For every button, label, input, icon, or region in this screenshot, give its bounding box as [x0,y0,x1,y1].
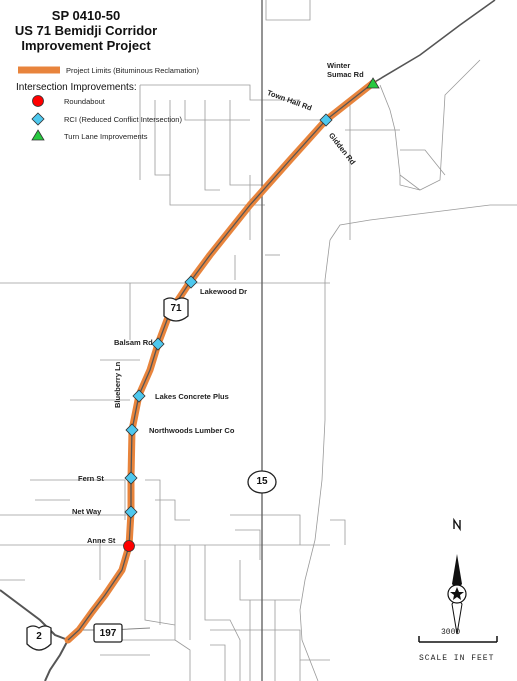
roundabout-circle-icon [123,540,135,552]
northwoods-lumber-label: Northwoods Lumber Co [149,426,235,435]
legend-turn-lane-label: Turn Lane Improvements [64,132,148,141]
rci-diamond-icon [124,505,138,519]
anne-street-label: Anne St [87,536,116,545]
rci-diamond-icon [132,389,146,403]
balsam-road-label: Balsam Rd [114,338,153,347]
legend-rci-label: RCI (Reduced Conflict Intersection) [64,115,182,124]
net-way-label: Net Way [72,507,102,516]
highway-2-south-line [44,639,69,681]
legend-intersection-header: Intersection Improvements: [16,82,137,93]
blueberry-lane-label: Blueberry Ln [113,361,122,408]
rci-legend-icon [31,112,45,126]
cr197-shield-icon [93,623,123,643]
map-title-line-2: US 71 Bemidji Corridor [14,23,158,38]
cr197-shield-number: 197 [99,628,117,639]
major-roads [0,0,496,681]
roundabout-legend-icon [32,95,44,107]
fern-street-label: Fern St [78,474,104,483]
legend-symbols [18,66,60,141]
rci-diamond-icon [319,113,333,127]
scale-caption-label: SCALE IN FEET [419,654,495,663]
map-title-line-1: SP 0410-50 [51,8,121,23]
legend-roundabout-label: Roundabout [64,97,105,106]
us71-shield-icon [163,297,189,322]
rci-diamond-icon [184,275,198,289]
highway-2-line [0,589,69,641]
turn-lane-triangle-icon [366,77,380,89]
lakes-concrete-plus-label: Lakes Concrete Plus [155,392,229,401]
us71-north-extension [372,0,496,84]
rci-diamond-icon [125,423,139,437]
lakewood-drive-label: Lakewood Dr [200,287,248,296]
hwy15-shield-icon [247,470,277,494]
winter-sumac-label-line-1: Winter [327,61,351,70]
hwy15-shield-number: 15 [256,476,268,487]
scale-value-label: 3000 [441,628,461,637]
turn-lane-legend-icon [31,129,45,141]
us2-shield-icon [26,625,52,651]
winter-sumac-label-line-2: Sumac Rd [327,70,364,79]
rci-diamond-icon [124,471,138,485]
north-arrow-icon [418,517,498,643]
scale-and-north-panel: 3000 SCALE IN FEET [405,503,517,681]
map-title-line-3: Improvement Project [21,38,151,53]
intersection-markers [123,77,380,552]
rci-diamond-icon [151,337,165,351]
us2-shield-number: 2 [36,631,42,642]
legend-project-limits-label: Project Limits (Bituminous Reclamation) [66,66,199,75]
us71-shield-number: 71 [170,303,182,314]
